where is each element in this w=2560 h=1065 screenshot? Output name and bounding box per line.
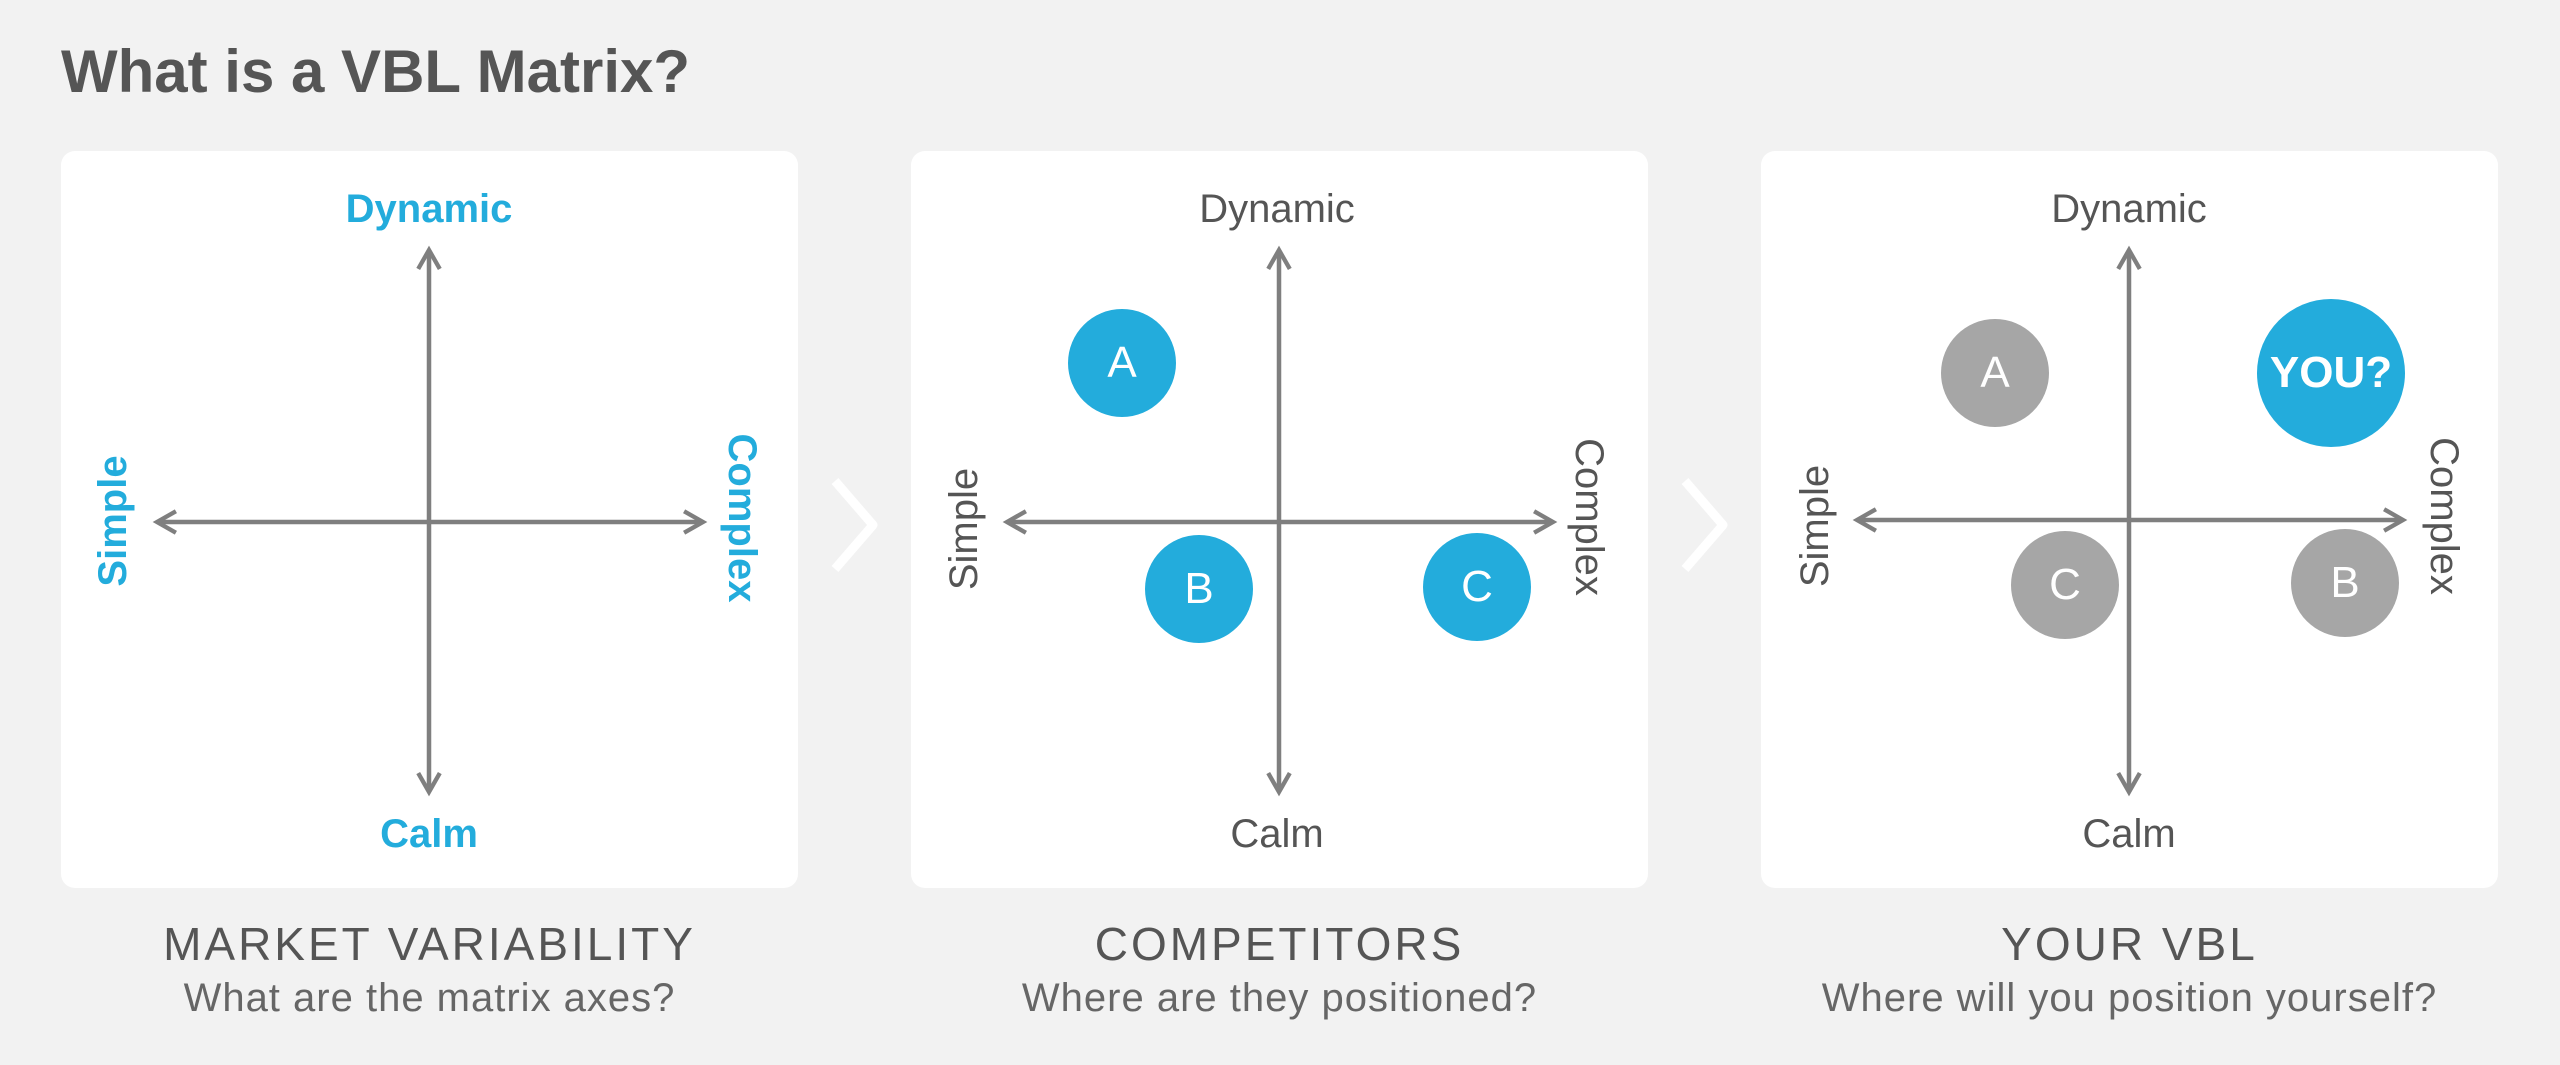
- axis-label-bottom: Calm: [2082, 812, 2176, 856]
- matrix-axes: [1852, 245, 2408, 797]
- axis-label-right: Complex: [1567, 438, 1611, 596]
- competitor-bubble-a: A: [1068, 309, 1176, 417]
- caption-title: MARKET VARIABILITY: [163, 918, 696, 970]
- matrix-axes: [152, 245, 708, 797]
- competitor-bubble-c: C: [2011, 531, 2119, 639]
- caption-competitors: COMPETITORS Where are they positioned?: [911, 915, 1648, 1023]
- matrix-axes: [1002, 245, 1558, 797]
- competitor-bubble-b: B: [2291, 529, 2399, 637]
- caption-title: COMPETITORS: [1094, 918, 1465, 970]
- caption-subtitle: Where are they positioned?: [1021, 976, 1538, 1020]
- axis-label-top: Dynamic: [345, 187, 513, 231]
- caption-your-vbl: YOUR VBL Where will you position yoursel…: [1761, 915, 2498, 1023]
- caption-market-variability: MARKET VARIABILITY What are the matrix a…: [61, 915, 798, 1023]
- axis-label-bottom: Calm: [380, 812, 478, 856]
- matrix-panel-competitors: Dynamic Calm Simple Complex A B C: [911, 151, 1648, 888]
- page-title: What is a VBL Matrix?: [61, 38, 691, 105]
- competitor-bubble-c: C: [1423, 533, 1531, 641]
- competitor-bubble-b: B: [1145, 535, 1253, 643]
- you-bubble: YOU?: [2257, 299, 2405, 447]
- competitor-bubble-a: A: [1941, 319, 2049, 427]
- chevron-right-icon: [1681, 478, 1728, 572]
- caption-subtitle: Where will you position yourself?: [1821, 976, 2438, 1020]
- axis-label-left: Simple: [91, 455, 135, 587]
- chevron-right-icon: [831, 478, 878, 572]
- caption-subtitle: What are the matrix axes?: [183, 976, 676, 1020]
- matrix-panel-market-variability: Dynamic Calm Simple Complex: [61, 151, 798, 888]
- axis-label-right: Complex: [2422, 437, 2466, 595]
- axis-label-bottom: Calm: [1230, 812, 1324, 856]
- axis-label-left: Simple: [1793, 464, 1837, 588]
- axis-label-top: Dynamic: [2051, 187, 2207, 231]
- axis-label-left: Simple: [942, 467, 986, 591]
- caption-title: YOUR VBL: [2001, 918, 2258, 970]
- matrix-panel-your-vbl: Dynamic Calm Simple Complex A YOU? C B: [1761, 151, 2498, 888]
- axis-label-top: Dynamic: [1199, 187, 1355, 231]
- axis-label-right: Complex: [720, 433, 764, 603]
